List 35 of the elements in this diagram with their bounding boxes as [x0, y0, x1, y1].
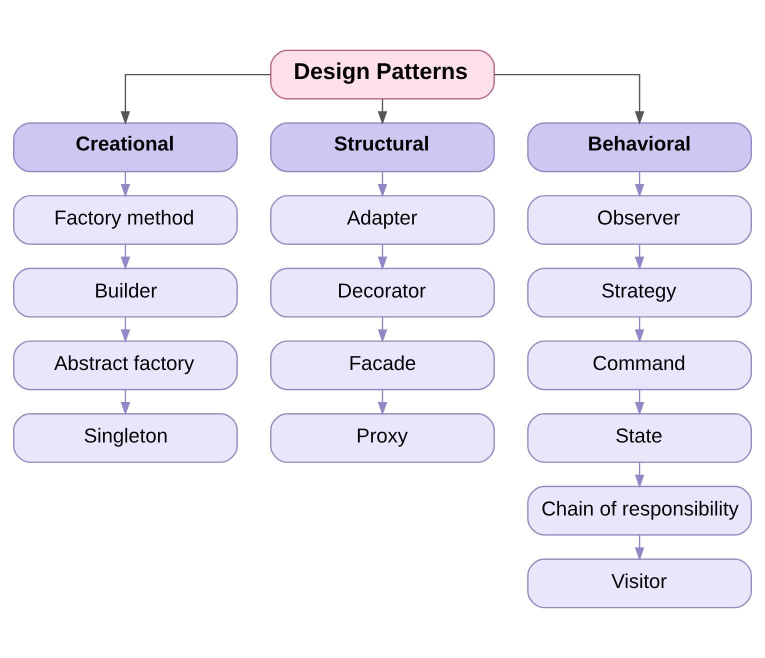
arrow	[378, 172, 388, 198]
node-box: Singleton	[13, 413, 238, 463]
arrow	[120, 74, 270, 125]
arrow	[378, 244, 388, 270]
arrow	[634, 244, 644, 270]
arrow	[634, 462, 644, 488]
node-box: Command	[527, 340, 752, 390]
node-box: Design Patterns	[270, 50, 495, 100]
arrow	[634, 172, 644, 198]
arrow	[634, 535, 644, 561]
node-box: Observer	[527, 195, 752, 245]
node-box: Adapter	[270, 195, 495, 245]
node-box: Facade	[270, 340, 495, 390]
node-box: Builder	[13, 268, 238, 318]
arrow	[120, 390, 130, 416]
node-box: Decorator	[270, 268, 495, 318]
node-box: Abstract factory	[13, 340, 238, 390]
arrow	[120, 317, 130, 343]
node-box: State	[527, 413, 752, 463]
node-box: Factory method	[13, 195, 238, 245]
node-box: Creational	[13, 122, 238, 172]
arrow	[378, 99, 388, 125]
arrow	[634, 390, 644, 416]
node-box: Visitor	[527, 558, 752, 608]
arrow	[378, 317, 388, 343]
arrow	[494, 74, 644, 125]
arrow	[378, 390, 388, 416]
arrow	[120, 172, 130, 198]
arrow	[634, 317, 644, 343]
arrow	[120, 244, 130, 270]
node-box: Behavioral	[527, 122, 752, 172]
node-box: Proxy	[270, 413, 495, 463]
node-box: Strategy	[527, 268, 752, 318]
node-box: Chain of responsibility	[527, 486, 752, 536]
node-box: Structural	[270, 122, 495, 172]
